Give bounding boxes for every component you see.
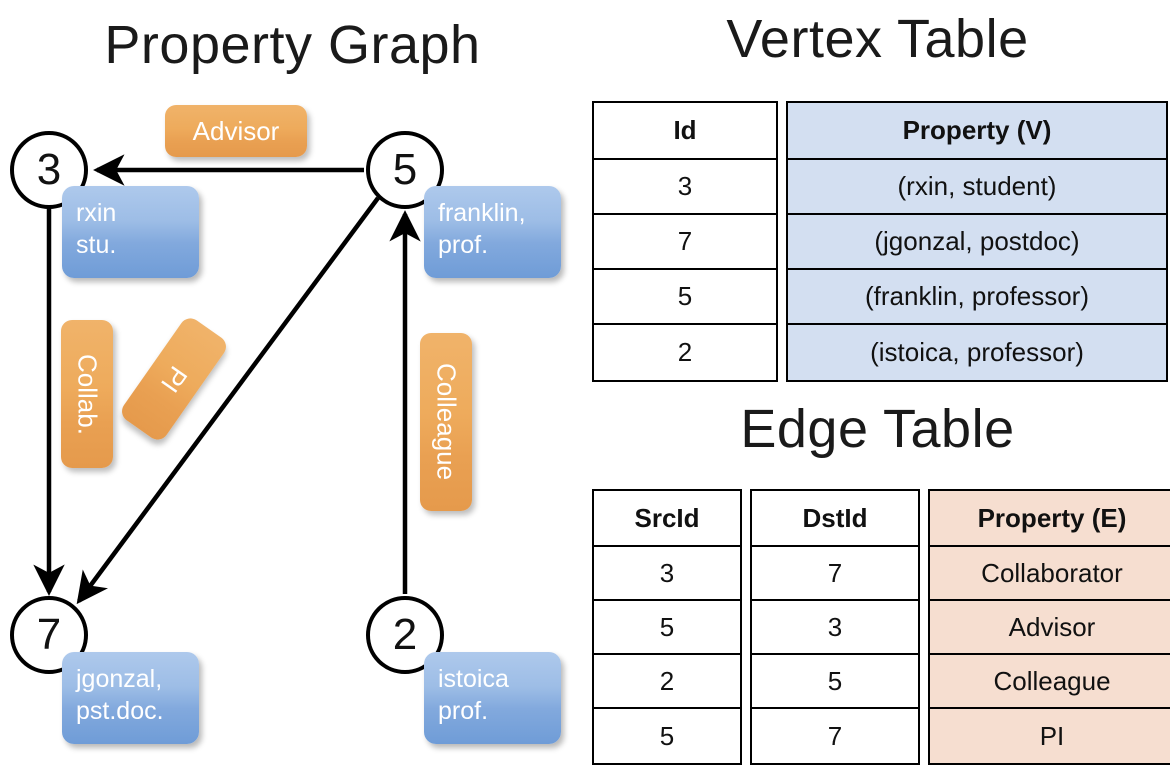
vertex-prop-line2: prof. [438,697,489,725]
edge-label-advisor-text: Advisor [192,115,280,146]
edge-table-header-srcid: SrcId [594,491,740,547]
vertex-prop-line1: istoica [438,665,509,693]
vertex-prop-line1: jgonzal, [76,665,163,693]
table-row: 5 [594,270,776,325]
table-row: 3 [594,547,740,601]
vertex-property-box-7: jgonzal, pst.doc. [62,652,199,744]
table-row: 3 [594,160,776,215]
table-row: Colleague [930,655,1170,709]
edge-5-to-7-pi [76,196,380,605]
table-row: Advisor [930,601,1170,655]
table-row: (rxin, student) [788,160,1166,215]
vertex-prop-line2: prof. [438,231,489,259]
table-row: 7 [827,720,843,751]
edge-table-dstid-column: DstId 7 3 5 7 [750,489,920,765]
vertex-property-box-3: rxin stu. [62,186,199,278]
page-title-edge-table: Edge Table [740,399,1015,459]
vertex-table-id-column: Id 3 7 5 2 [592,101,778,382]
property-graph-diagram: 3 5 7 2 rxin stu. franklin, prof. jgonza… [0,0,585,760]
vertex-table: Id 3 7 5 2 Property (V) (rxin, student) … [592,101,1168,382]
edge-table-srcid-column: SrcId 3 5 2 5 [592,489,742,765]
table-row: (istoica, professor) [788,325,1166,380]
graph-node-2[interactable]: 2 [366,596,444,674]
edge-table-header-property: Property (E) [930,491,1170,547]
table-row: 5 [659,720,675,751]
vertex-table-header-property: Property (V) [788,103,1166,160]
edge-table-header-dstid: DstId [752,491,918,547]
table-row: 5 [752,655,918,709]
table-row: 7 [594,215,776,270]
vertex-prop-line2: stu. [76,231,117,259]
vertex-prop-line1: rxin [76,199,117,227]
edge-label-advisor: Advisor [165,105,307,157]
vertex-prop-line1: franklin, [438,199,526,227]
vertex-property-box-5: franklin, prof. [424,186,561,278]
vertex-property-box-2: istoica prof. [424,652,561,744]
table-row: 5 [594,601,740,655]
edge-table: SrcId 3 5 2 5 DstId 7 3 5 7 Property (E)… [592,489,1170,765]
vertex-table-property-column: Property (V) (rxin, student) (jgonzal, p… [786,101,1168,382]
edge-label-pi-text: PI [155,360,194,398]
table-row: PI [930,709,1170,763]
vertex-prop-line2: pst.doc. [76,697,164,725]
edge-label-collab: Collab. [61,320,113,468]
table-row: 2 [594,655,740,709]
table-row: 3 [752,601,918,655]
page-title-property-graph: Property Graph [104,15,481,75]
table-row: (jgonzal, postdoc) [788,215,1166,270]
page-title-vertex-table: Vertex Table [726,9,1029,69]
table-row: Collaborator [930,547,1170,601]
edge-label-colleague-text: Colleague [431,363,462,481]
table-row: (franklin, professor) [788,270,1166,325]
edge-label-colleague: Colleague [420,333,472,511]
edge-table-property-column: Property (E) Collaborator Advisor Collea… [928,489,1170,765]
graph-node-5[interactable]: 5 [366,131,444,209]
vertex-table-header-id: Id [594,103,776,160]
table-row: 7 [752,547,918,601]
edge-label-collab-text: Collab. [72,353,103,435]
graph-edges-svg [33,154,421,605]
table-row: 2 [677,337,693,367]
